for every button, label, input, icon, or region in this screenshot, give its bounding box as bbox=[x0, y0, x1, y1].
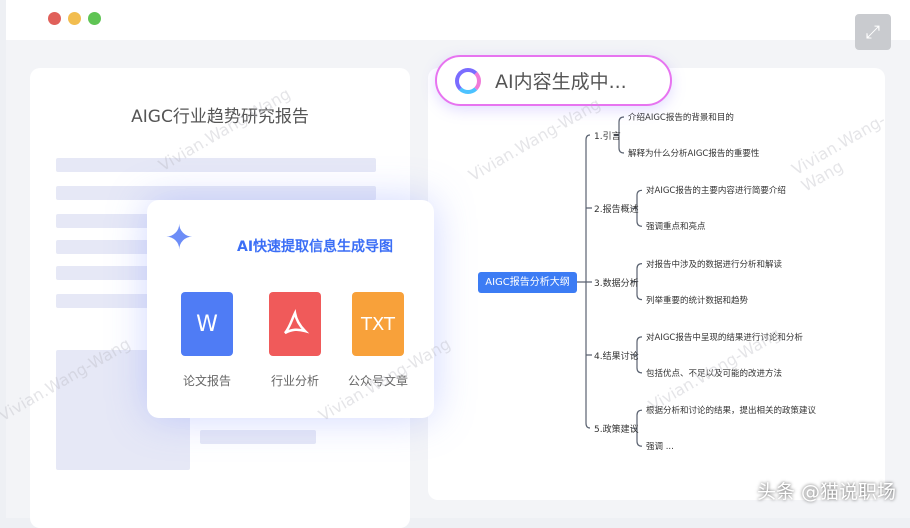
mindmap-branch[interactable]: 4.结果讨论 bbox=[594, 351, 639, 362]
status-pill: AI内容生成中... bbox=[435, 55, 672, 106]
word-file-icon[interactable]: W bbox=[181, 292, 233, 356]
mindmap-leaf[interactable]: 解释为什么分析AIGC报告的重要性 bbox=[628, 149, 760, 159]
loading-ring-icon bbox=[455, 67, 481, 94]
file-label: 论文报告 bbox=[182, 374, 231, 388]
maximize-dot[interactable] bbox=[88, 12, 101, 25]
mindmap-branch[interactable]: 3.数据分析 bbox=[594, 278, 639, 289]
mindmap-branch[interactable]: 5.政策建议 bbox=[594, 425, 639, 436]
mindmap-leaf[interactable]: 对AIGC报告的主要内容进行简要介绍 bbox=[646, 186, 786, 197]
mindmap-leaf[interactable]: 根据分析和讨论的结果，提出相关的政策建议 bbox=[646, 406, 817, 417]
mindmap-branch[interactable]: 2.报告概述 bbox=[594, 205, 639, 216]
source-stamp: 头条 @猫说职场 bbox=[756, 481, 896, 503]
status-text: AI内容生成中... bbox=[495, 71, 627, 93]
mindmap-leaf[interactable]: 介绍AIGC报告的背景和目的 bbox=[628, 113, 734, 123]
text-line bbox=[56, 186, 376, 200]
text-line bbox=[56, 158, 376, 172]
file-label: 行业分析 bbox=[270, 374, 319, 388]
mindmap-leaf[interactable]: 对AIGC报告中呈现的结果进行讨论和分析 bbox=[646, 332, 803, 343]
title-bar bbox=[6, 0, 910, 40]
close-dot[interactable] bbox=[48, 12, 61, 25]
file-label: 公众号文章 bbox=[347, 374, 408, 388]
mindmap-leaf[interactable]: 包括优点、不足以及可能的改进方法 bbox=[646, 368, 783, 379]
mindmap-branch[interactable]: 1.引言 bbox=[594, 132, 621, 142]
expand-icon[interactable]: ⤢ bbox=[855, 14, 891, 50]
mindmap-leaf[interactable]: 强调重点和亮点 bbox=[646, 222, 706, 233]
sparkle-icon: ✦ bbox=[165, 218, 194, 258]
mindmap-leaf[interactable]: 对报告中涉及的数据进行分析和解读 bbox=[646, 259, 783, 270]
mindmap-root[interactable]: AIGC报告分析大纲 bbox=[478, 272, 577, 293]
document-title: AIGC行业趋势研究报告 bbox=[131, 107, 309, 127]
ai-card-title: AI快速提取信息生成导图 bbox=[237, 239, 394, 255]
txt-file-icon[interactable]: TXT bbox=[352, 292, 404, 356]
mindmap-leaf[interactable]: 强调 ... bbox=[646, 442, 674, 453]
minimize-dot[interactable] bbox=[68, 12, 81, 25]
pdf-glyph-icon bbox=[284, 309, 310, 335]
mindmap-leaf[interactable]: 列举重要的统计数据和趋势 bbox=[646, 295, 749, 306]
ai-extract-card: ✦ AI快速提取信息生成导图 W TXT 论文报告 行业分析 公众号文章 bbox=[147, 200, 434, 418]
text-line bbox=[200, 430, 316, 444]
pdf-file-icon[interactable] bbox=[269, 292, 321, 356]
